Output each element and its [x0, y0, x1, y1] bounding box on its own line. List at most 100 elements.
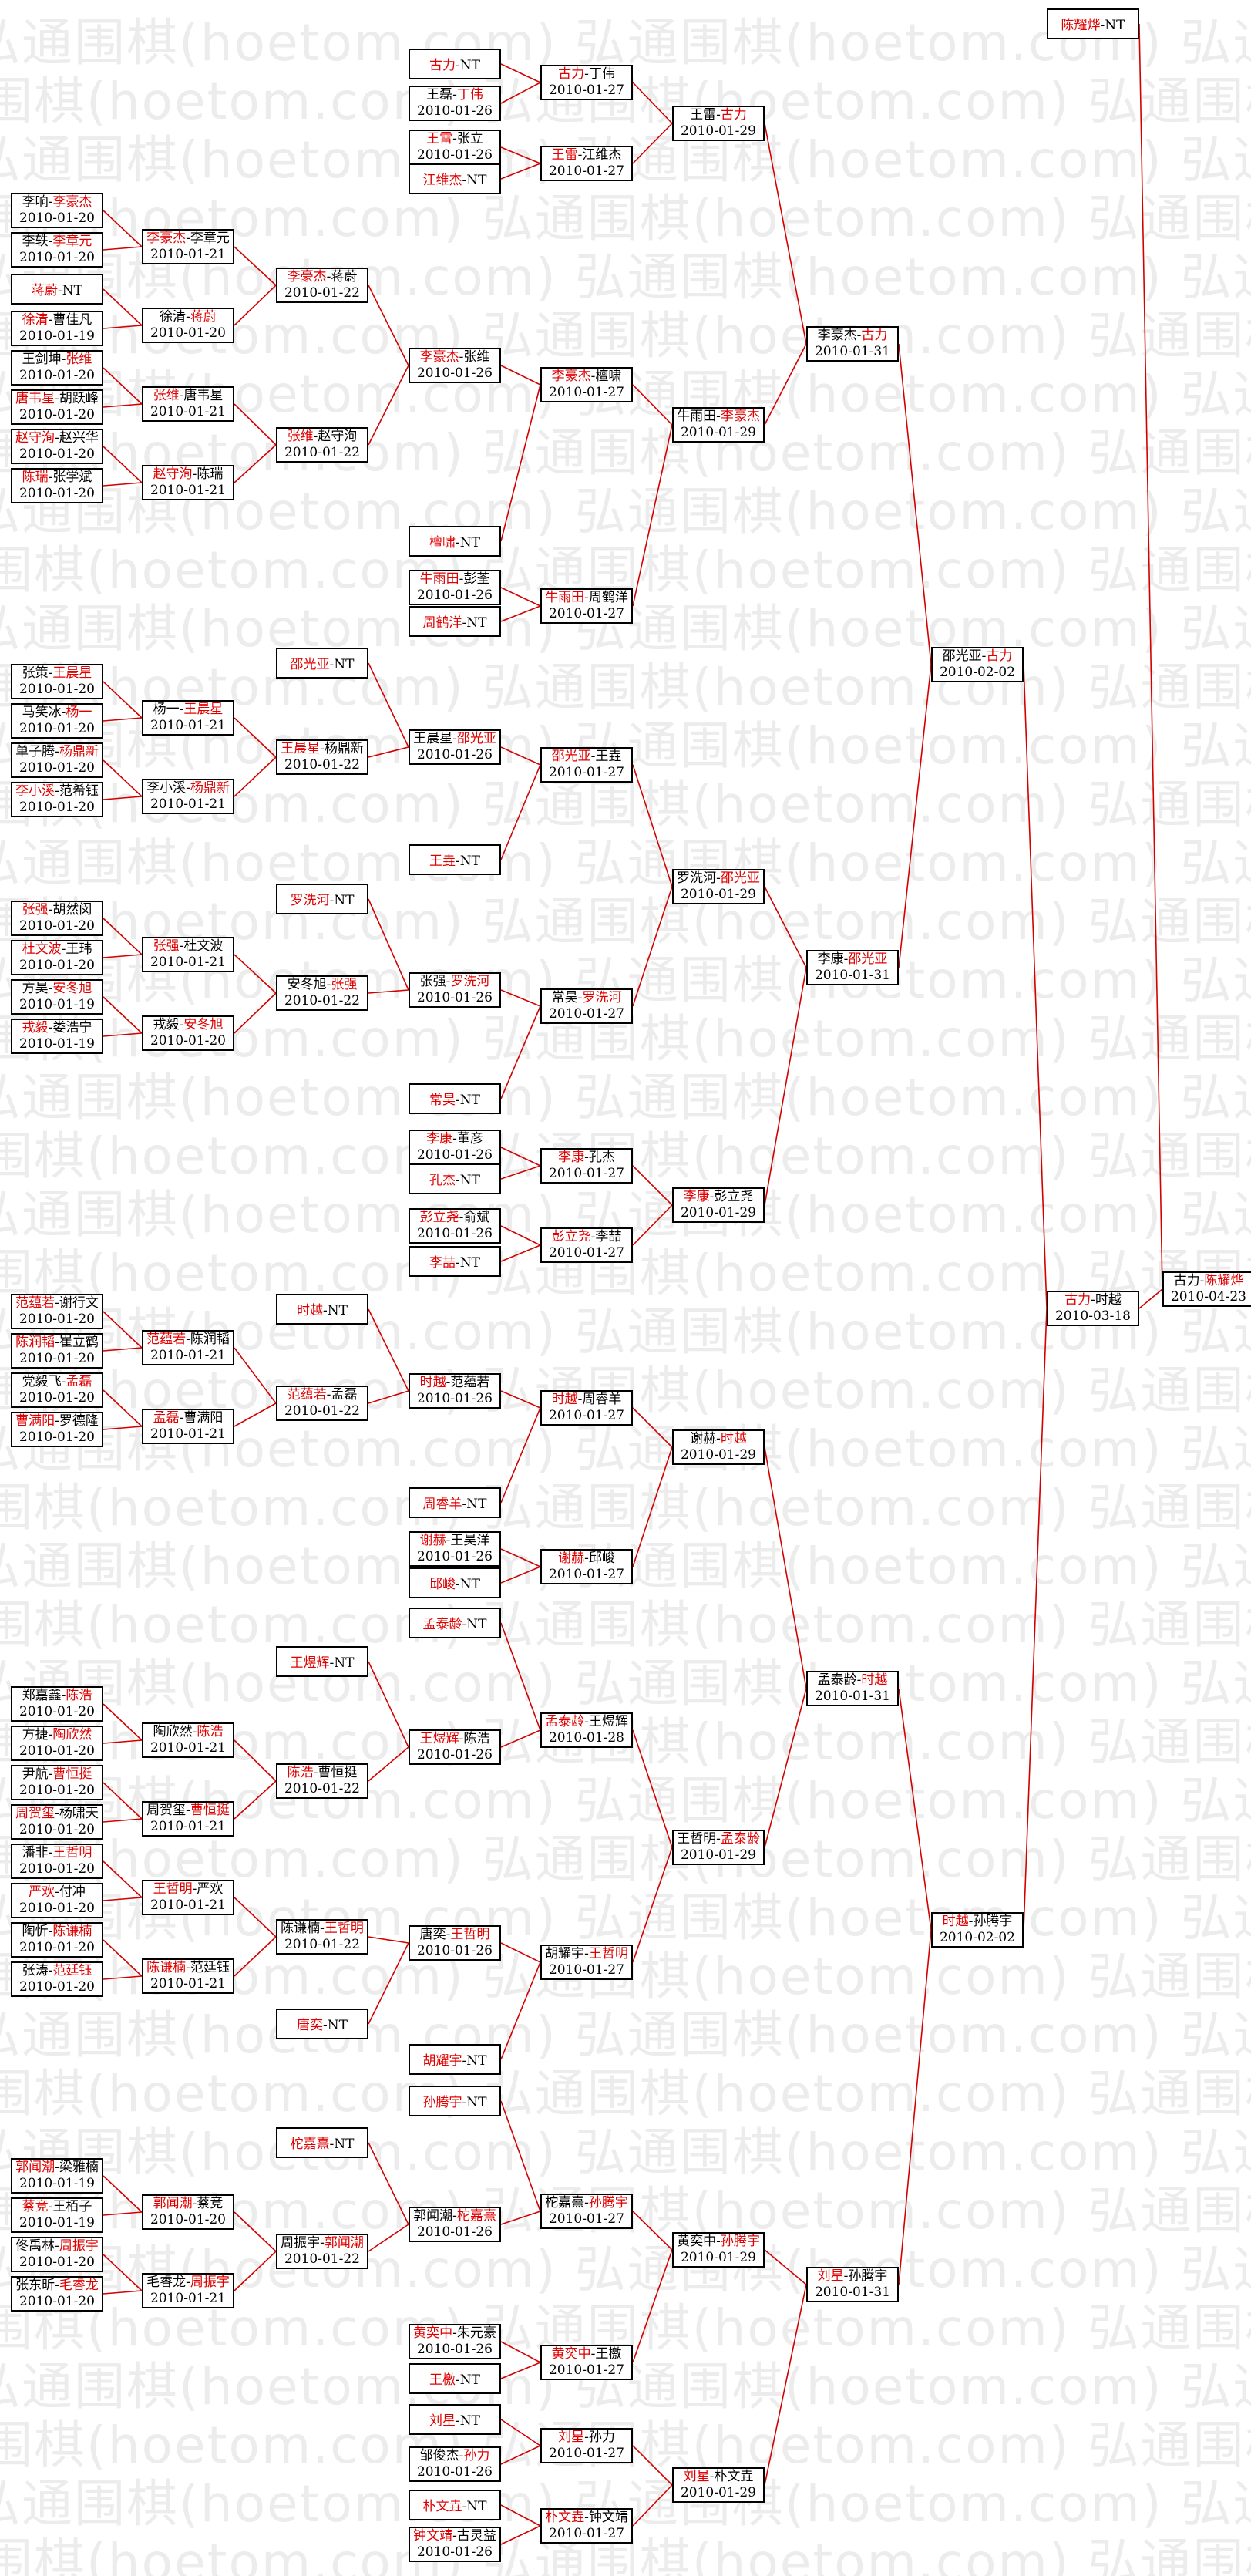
match-box[interactable]: 时越-NT	[276, 1294, 368, 1325]
match-box[interactable]: 孙腾宇-NT	[409, 2086, 501, 2116]
match-box[interactable]: 常昊-NT	[409, 1083, 501, 1114]
match-box[interactable]: 王煜辉-NT	[276, 1646, 368, 1677]
match-box[interactable]: 唐奕-NT	[276, 2009, 368, 2039]
match-box[interactable]: 王垚-NT	[409, 844, 501, 875]
match-box[interactable]: 邱峻-NT	[409, 1567, 501, 1598]
match-box[interactable]: 罗洗河-NT	[276, 884, 368, 914]
match-box[interactable]: 古力-NT	[409, 49, 501, 79]
match-box[interactable]: 邵光亚-NT	[276, 648, 368, 679]
match-box[interactable]: 孔杰-NT	[409, 1163, 501, 1194]
match-box[interactable]: 刘星-NT	[409, 2404, 501, 2435]
match-box[interactable]: 蒋蔚-NT	[11, 274, 103, 305]
match-box[interactable]: 胡耀宇-NT	[409, 2044, 501, 2075]
match-box[interactable]: 朴文垚-NT	[409, 2490, 501, 2520]
match-box[interactable]: 李喆-NT	[409, 1246, 501, 1277]
match-box[interactable]: 周睿羊-NT	[409, 1487, 501, 1518]
match-box[interactable]: 檀啸-NT	[409, 526, 501, 557]
match-box[interactable]: 柁嘉熹-NT	[276, 2127, 368, 2158]
match-box[interactable]: 周鹤洋-NT	[409, 606, 501, 637]
